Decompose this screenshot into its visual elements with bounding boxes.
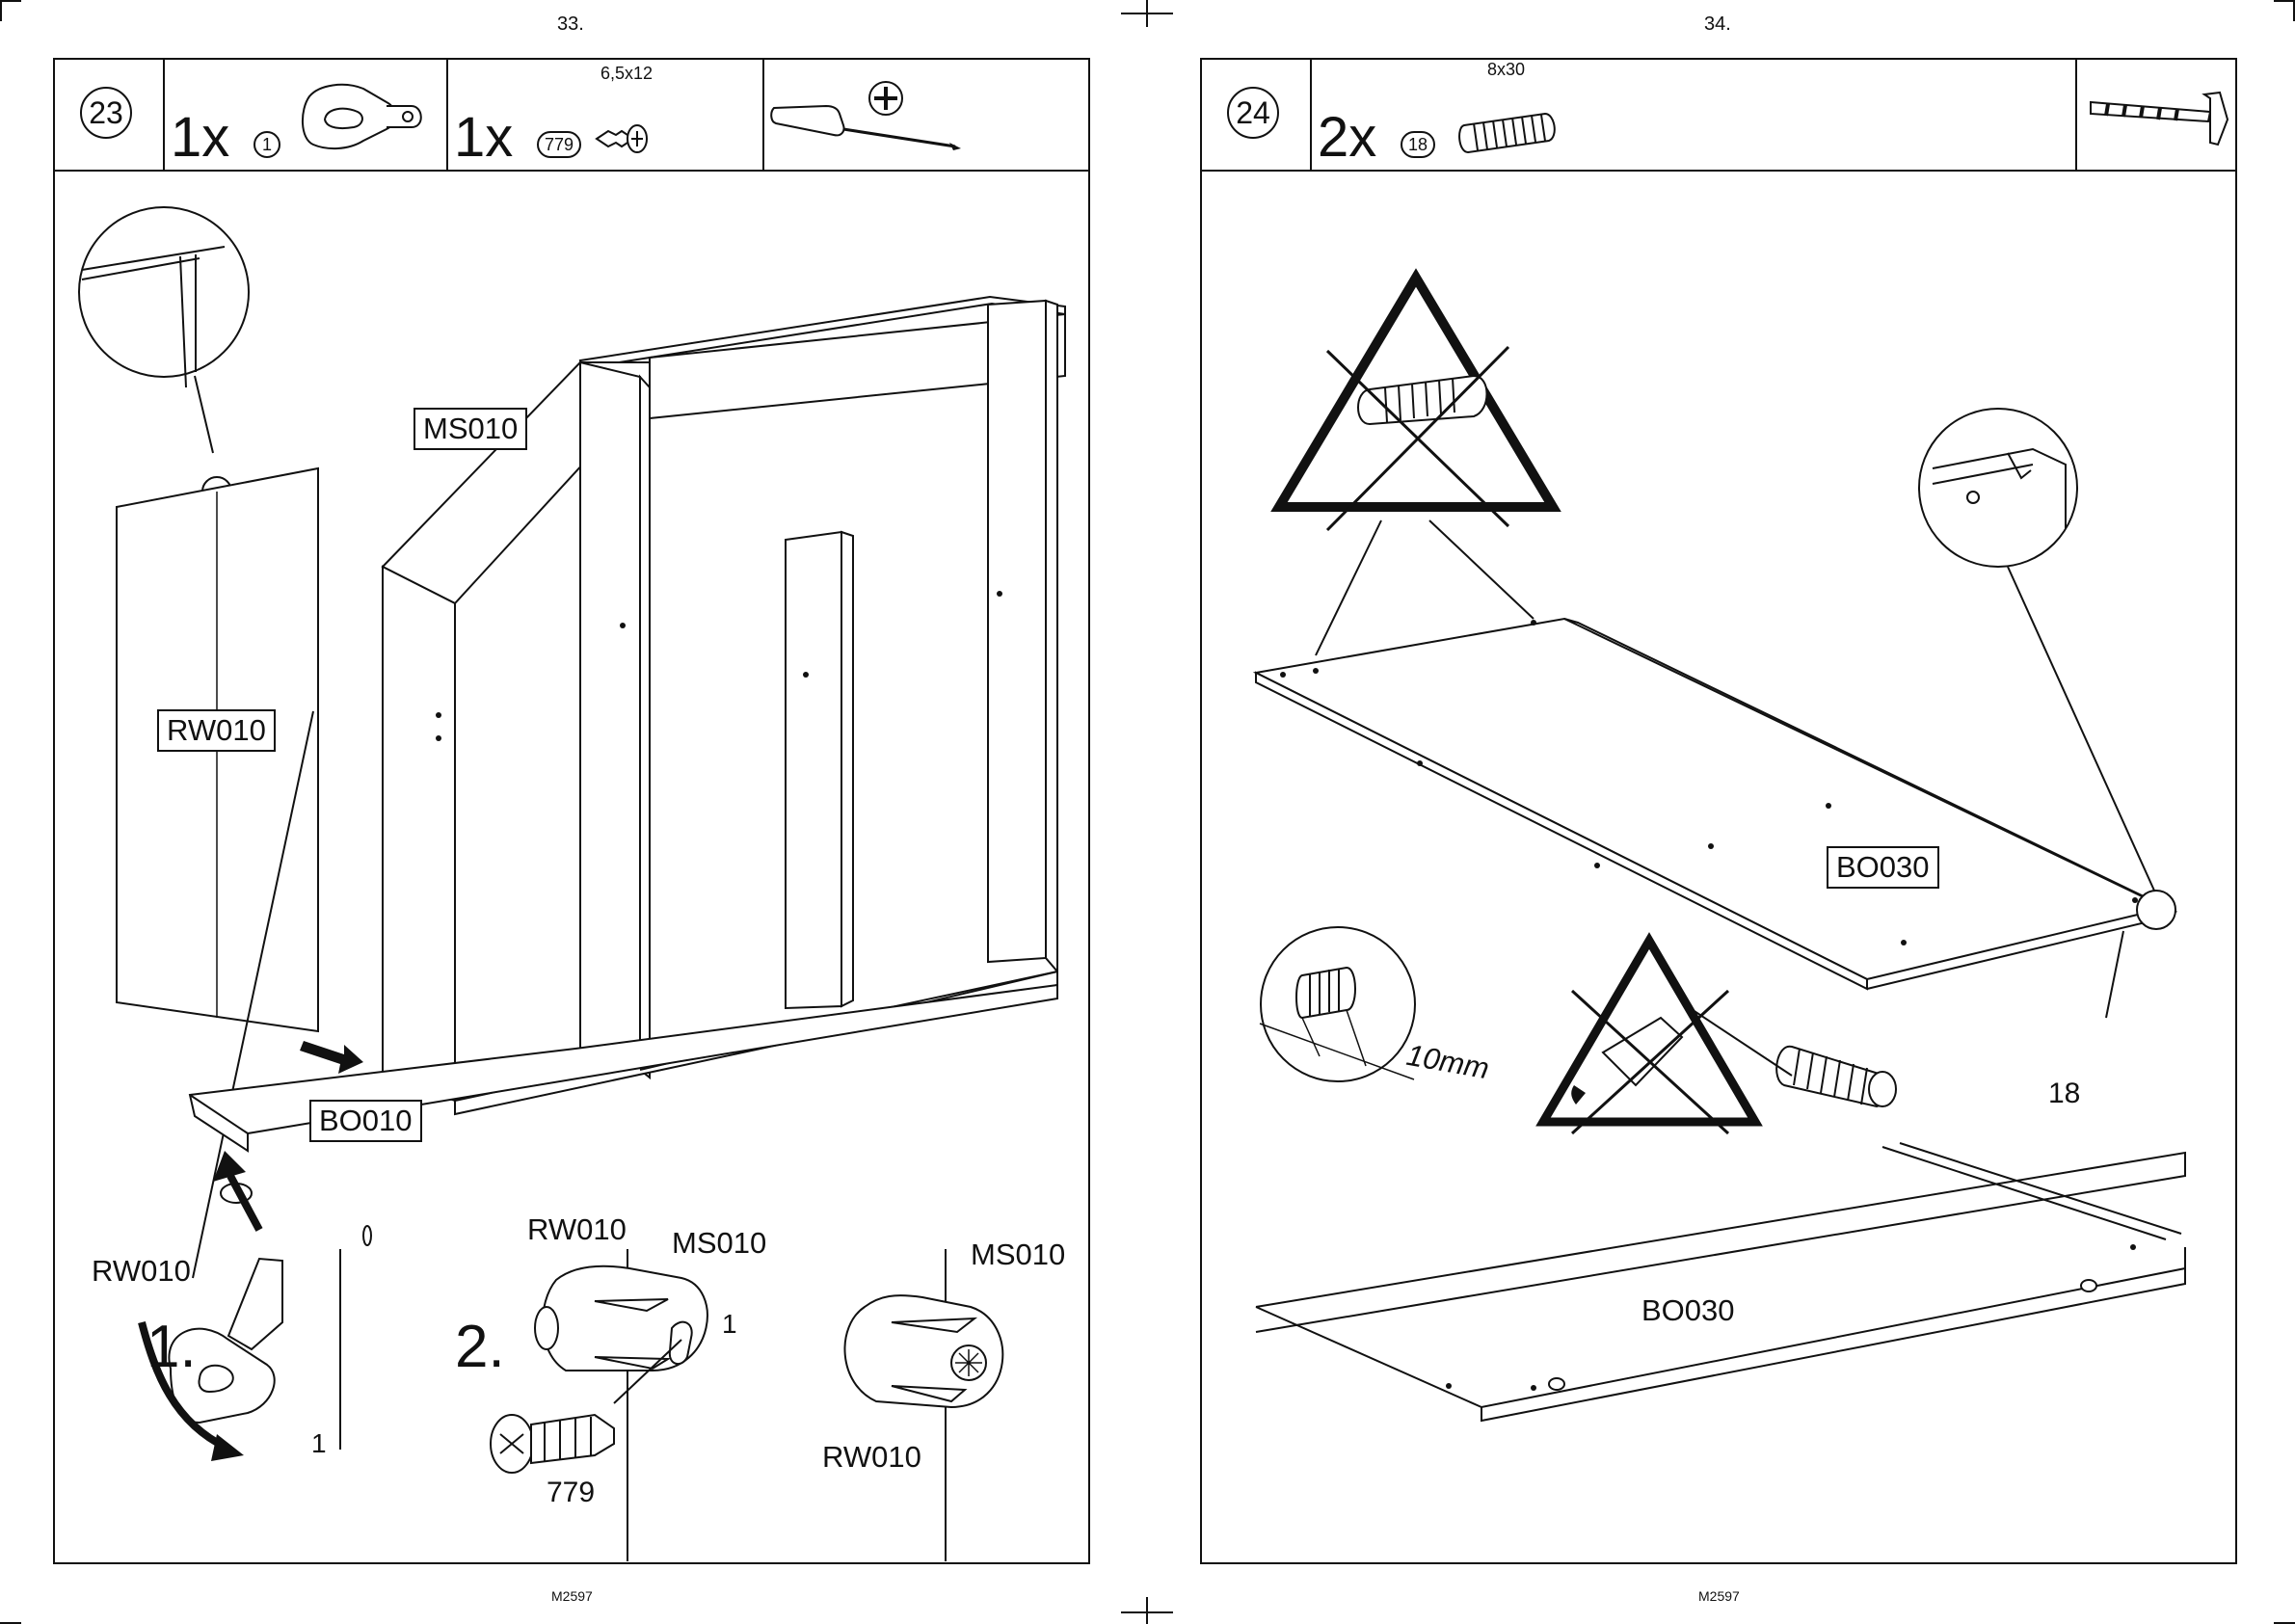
no-glue-warning-icon (1543, 941, 1755, 1133)
step-header: 24 2x 18 8x30 (1202, 60, 2235, 172)
shelf-pin-holes (436, 591, 1002, 741)
cam-connector-icon (294, 81, 439, 158)
part-cell-dowel: 2x 18 8x30 (1312, 60, 2077, 170)
panel-label-ms010: MS010 (414, 408, 527, 450)
part-number-badge: 18 (1401, 131, 1435, 158)
dowel-part-18 (1776, 1047, 1896, 1106)
step-23-panel: 23 1x 1 1x 779 6,5x12 (53, 58, 1090, 1564)
part-size: 6,5x12 (600, 64, 653, 84)
part-cell-screw: 1x 779 6,5x12 (448, 60, 764, 170)
crop-mark (0, 0, 21, 2)
part-quantity: 2x (1318, 110, 1376, 166)
panel-label-bo030: BO030 (1827, 846, 1939, 889)
detail-label-ms010: MS010 (971, 1238, 1065, 1272)
cam-connector-detail-2 (535, 1266, 707, 1371)
crop-mark (2274, 0, 2295, 2)
warning-triangle-icon (1279, 278, 1553, 530)
detail-label-rw010: RW010 (527, 1212, 627, 1247)
wooden-dowel-icon (1456, 108, 1562, 162)
tool-cell (2077, 60, 2239, 170)
detail-label-ms010: MS010 (672, 1226, 766, 1261)
footer-code: M2597 (1698, 1588, 1740, 1604)
crop-mark (0, 0, 2, 21)
detail-step-number: 1. (147, 1313, 197, 1381)
detail-label-rw010: RW010 (92, 1254, 191, 1289)
crop-mark (1146, 1597, 1148, 1624)
detail-magnifier (79, 207, 249, 377)
page-number: 34. (1704, 13, 1731, 36)
step-24-panel: 24 2x 18 8x30 (1200, 58, 2237, 1564)
direction-arrow (300, 1041, 363, 1074)
panel-label-bo030-bottom: BO030 (1641, 1293, 1735, 1328)
detail-magnifier (1919, 409, 2077, 567)
dowel-part-number: 18 (2048, 1078, 2080, 1110)
step-23-illustration (55, 170, 1087, 1561)
detail-label-rw010: RW010 (822, 1440, 921, 1475)
screw-icon (593, 120, 651, 158)
step-header: 23 1x 1 1x 779 6,5x12 (55, 60, 1088, 172)
part-quantity: 1x (171, 110, 229, 166)
step-number: 24 (1227, 87, 1279, 139)
step-number-cell: 24 (1202, 60, 1312, 170)
wardrobe-carcass (190, 297, 1065, 1151)
screw-779-detail (491, 1415, 614, 1473)
footer-code: M2597 (551, 1588, 593, 1604)
detail-part-number: 1 (311, 1428, 327, 1459)
tool-cell (764, 60, 1092, 170)
page-number: 33. (557, 13, 584, 36)
panel-label-bo010: BO010 (309, 1100, 422, 1142)
part-size: 8x30 (1487, 60, 1525, 80)
panel-label-rw010: RW010 (157, 709, 276, 752)
bottom-panel-board-view (1256, 1143, 2185, 1421)
crop-mark (1121, 13, 1173, 14)
step-24-illustration (1202, 170, 2234, 1561)
bottom-panel-board (1256, 619, 2175, 989)
part-cell-cam: 1x 1 (165, 60, 448, 170)
part-quantity: 1x (454, 110, 513, 166)
step-number-cell: 23 (55, 60, 165, 170)
phillips-head-icon (867, 79, 905, 118)
detail-screw-number: 779 (547, 1477, 595, 1509)
detail-part-number: 1 (722, 1309, 737, 1340)
hammer-icon (2087, 85, 2231, 152)
cam-connector-detail-3 (844, 1295, 1002, 1407)
crop-mark (1121, 1611, 1173, 1613)
detail-step-number: 2. (455, 1313, 505, 1381)
part-number-badge: 1 (254, 131, 280, 158)
step-number: 23 (80, 87, 132, 139)
part-number-badge: 779 (537, 131, 581, 158)
